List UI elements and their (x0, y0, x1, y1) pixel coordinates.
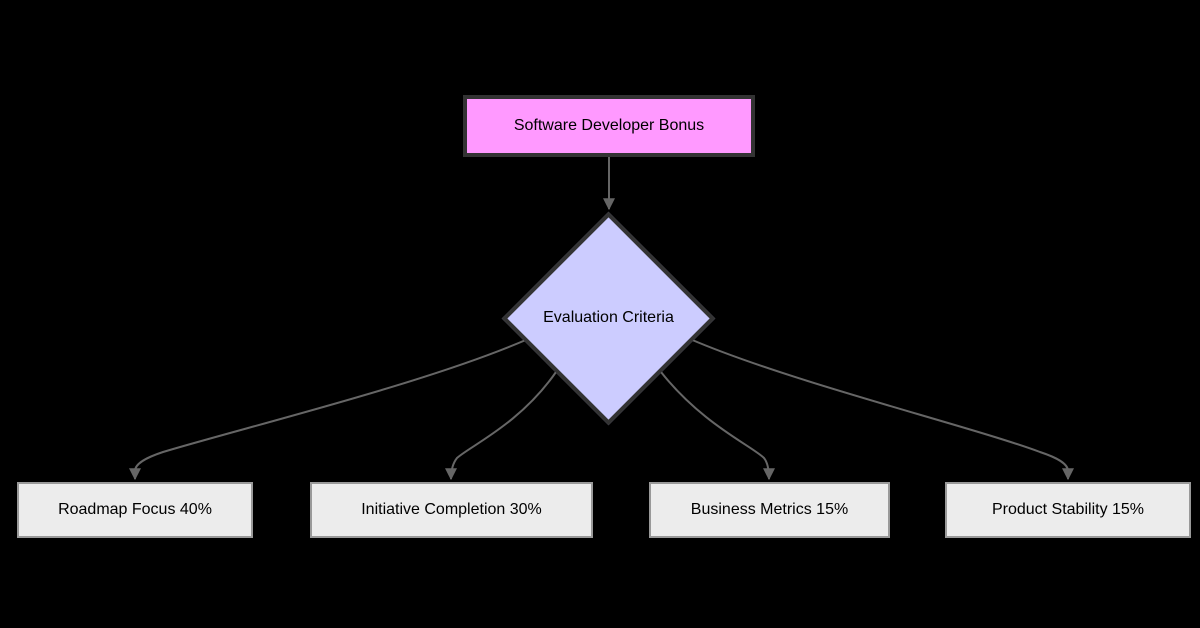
node-evaluation-criteria-label: Evaluation Criteria (543, 309, 674, 326)
edge-decision-to-initiative-completion (445, 371, 557, 481)
node-initiative-completion-label: Initiative Completion 30% (361, 501, 542, 518)
node-roadmap-focus: Roadmap Focus 40% (17, 482, 253, 538)
edge-decision-to-roadmap-focus (129, 338, 529, 481)
edge-decision-to-product-stability (689, 338, 1074, 481)
node-business-metrics-label: Business Metrics 15% (690, 501, 849, 518)
node-initiative-completion: Initiative Completion 30% (310, 482, 593, 538)
node-product-stability-label: Product Stability 15% (991, 501, 1145, 518)
edge-decision-to-business-metrics (660, 371, 775, 481)
node-business-metrics: Business Metrics 15% (649, 482, 890, 538)
node-software-developer-bonus: Software Developer Bonus (463, 95, 755, 157)
node-roadmap-focus-label: Roadmap Focus 40% (58, 501, 212, 518)
node-software-developer-bonus-label: Software Developer Bonus (513, 117, 705, 134)
node-product-stability: Product Stability 15% (945, 482, 1191, 538)
